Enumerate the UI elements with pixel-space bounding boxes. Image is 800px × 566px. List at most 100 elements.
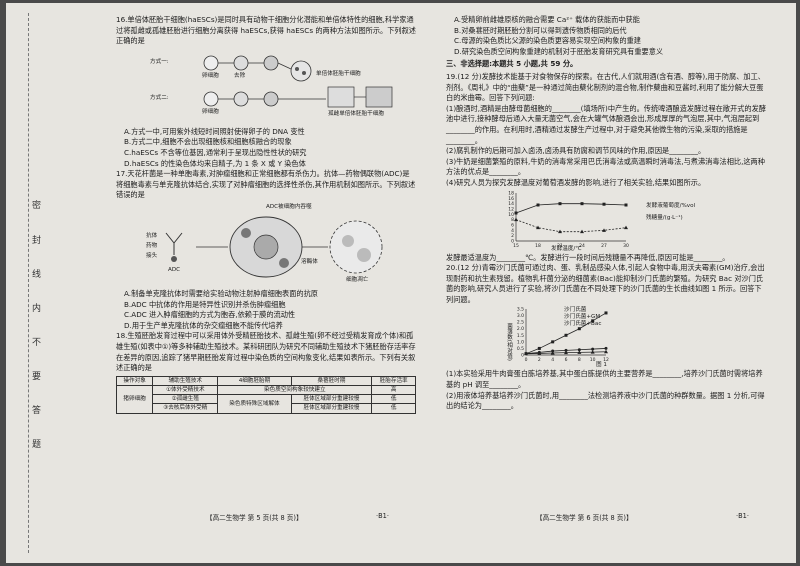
data-point [602,227,606,232]
table-cell: 染色质空间构象较快建立 [217,384,373,396]
q19-part: (4)研究人员为探究发酵温度对葡萄酒发酵的影响,进行了相关实验,结果如图所示。 [446,177,706,187]
q20-legend-label: 沙门氏菌+GM [564,314,601,321]
table-cell: 染色质特殊区域解体 [217,394,292,414]
x-tick-label: 0 [525,357,528,363]
footer-left: 【高二生物学 第 5 页(共 8 页)】 [206,514,303,522]
data-point [551,340,555,344]
footer-left-code: ·B1· [376,512,389,520]
table-row: 猪卵细胞 ①体外受精技术 染色质空间构象较快建立 高 [115,384,416,414]
q16-fig-label: 孤雌单倍体胚胎干细胞 [328,110,384,117]
table-header-cell: 4细胞胚胎期 [217,375,292,386]
table-row: ③去核后体外受精 胚体区域部分重建较慢 低 [117,403,416,414]
q17-option: A.制备单克隆抗体时需要给实验动物注射肿瘤细胞表面的抗原 [124,288,318,298]
data-point [536,203,540,206]
q18-option: D.研究染色质空间构象重建的机制对于胚胎发育研究具有重要意义 [454,46,664,56]
data-point [604,350,608,354]
q16-diagram [203,55,393,108]
x-tick-label: 4 [551,357,554,363]
data-point [564,351,568,355]
q16-figure: 方式一: 方式二: 卵细胞 去除 卵细胞 单倍体胚胎干细胞 孤雌单倍体胚胎干细胞 [116,49,416,125]
q17-fig-label: ADC [168,266,181,273]
q18-stem: 18.生殖胚胎发育过程中可以采用体外受精胚胎技术、孤雌生殖(卵不经过受精发育成个… [116,331,416,373]
q16-option: C.haESCs 不含等位基因,通常利于呈现出隐性性状的研究 [124,147,307,157]
data-point [514,211,518,214]
q20-part: (2)用液体培养基培养沙门氏菌时,用________法检测培养液中沙门氏菌的种群… [446,390,765,411]
x-tick-label: 6 [565,357,568,363]
q17-fig-label: 溶酶体 [301,258,318,265]
y-tick-label: 2 [511,233,514,239]
data-point [577,348,581,352]
x-tick-label: 27 [601,243,607,249]
y-tick-label: 12 [508,206,514,212]
q17-diagram [165,216,383,278]
q17-fig-label: 抗体 [146,232,158,239]
x-tick-label: 30 [623,243,629,249]
y-tick-label: 16 [508,195,514,201]
binding-char: 不 [32,338,42,348]
q18-table: 操作对象 辅助生殖技术 4细胞胚胎期 桑葚胚时期 胚胎存活率 猪卵细胞 ①体外受… [115,375,416,414]
q16-fig-label: 方式一: [150,58,169,65]
data-point [624,225,628,229]
q20-caption: 图 1 [596,362,607,369]
q20-legend-label: 沙门氏菌 [564,307,587,314]
q16-fig-label: 方式二: [150,94,169,101]
table-header-cell: 桑葚胚时期 [290,375,373,386]
q18-option: C.母源的染色质比父源的染色质更容易实现空间构象的重建 [454,36,641,46]
binding-char: 封 [32,236,42,246]
data-point [524,352,528,356]
q17-fig-label: 接头 [146,252,158,259]
y-tick-label: 6 [511,222,514,228]
data-point [590,350,595,355]
series-line [515,202,627,213]
data-point [564,334,568,338]
q17-fig-label: ADC被细胞内吞噬 [266,203,312,210]
data-point [537,347,541,351]
y-tick-label: 0.5 [517,346,524,352]
q20-ylabel: 菌落数(相对值) [506,323,512,362]
data-point [591,319,595,323]
binding-char: 答 [32,406,42,416]
table-cell: 胚体区域部分重建较慢 [290,394,373,405]
table-cell: 低 [371,394,416,405]
x-tick-label: 18 [535,243,541,249]
table-cell: ③去核后体外受精 [152,403,219,414]
q17-option: B.ADC 中抗体的作用是特异性识别并杀伤肿瘤细胞 [124,299,286,309]
y-tick-label: 2.5 [517,320,524,326]
data-point [558,201,562,205]
q17-stem: 17.天花杆菌是一种单胞毒素,对肿瘤细胞和正常细胞都有杀伤力。抗体—药物偶联物(… [116,169,416,200]
q16-fig-label: 卵细胞 [202,72,219,79]
data-point [580,201,584,205]
q19-after: 发酵最适温度为________℃。发酵进行一段时间后残糖量不再降低,原因可能是_… [446,252,730,262]
q16-option: D.haESCs 的性染色体均来自精子,为 1 条 X 或 Y 染色体 [124,158,306,168]
y-tick-label: 18 [508,190,514,196]
q19-part: (1)酿酒时,酒精是由酵母菌细胞的________(填场所)中产生的。传统啤酒酿… [446,103,766,145]
table-row: ②孤雌生殖 染色质特殊区域解体 胚体区域部分重建较慢 低 [117,394,416,414]
binding-line [28,13,29,553]
page-left: 16.单倍体胚胎干细胞(haESCs)是同时具有动物干细胞分化潜能和单倍体特性的… [115,15,416,545]
y-tick-label: 3.5 [517,307,524,313]
binding-char: 密 [32,201,42,211]
table-header-cell: 操作对象 [115,375,154,386]
q19-stem: 19.(12 分)发酵技术能基于对食物保存的探索。在古代,人们就用酒(含有酒、醇… [446,71,765,103]
table-cell: 低 [371,403,416,414]
q20-stem: 20.(12 分)青霉沙门氏菌可通过肉、蛋、乳制品感染人体,引起人食物中毒,用沃… [446,263,765,304]
y-tick-label: 4 [511,227,514,233]
data-point [550,351,555,355]
table-cell: 高 [371,384,416,396]
data-point [564,349,568,353]
data-point [591,348,595,352]
data-point [577,350,582,355]
data-point [604,311,608,315]
x-tick-label: 24 [579,243,585,249]
q19-legend-label: 发酵液葡萄度/%vol [646,202,696,209]
q17-figure: ADC被细胞内吞噬 抗体 药物 接头 ADC 溶酶体 细胞凋亡 [116,203,416,287]
y-tick-label: 3.0 [517,314,524,320]
data-point [536,225,540,229]
q20-part: (1)本实验采用牛肉膏蛋白胨培养基,其中蛋白胨提供的主要营养是________,… [446,369,763,390]
data-point [604,347,608,351]
q17-option: C.ADC 进入肿瘤细胞的方式为胞吞,依赖于膜的流动性 [124,310,296,320]
y-tick-label: 14 [508,201,514,207]
